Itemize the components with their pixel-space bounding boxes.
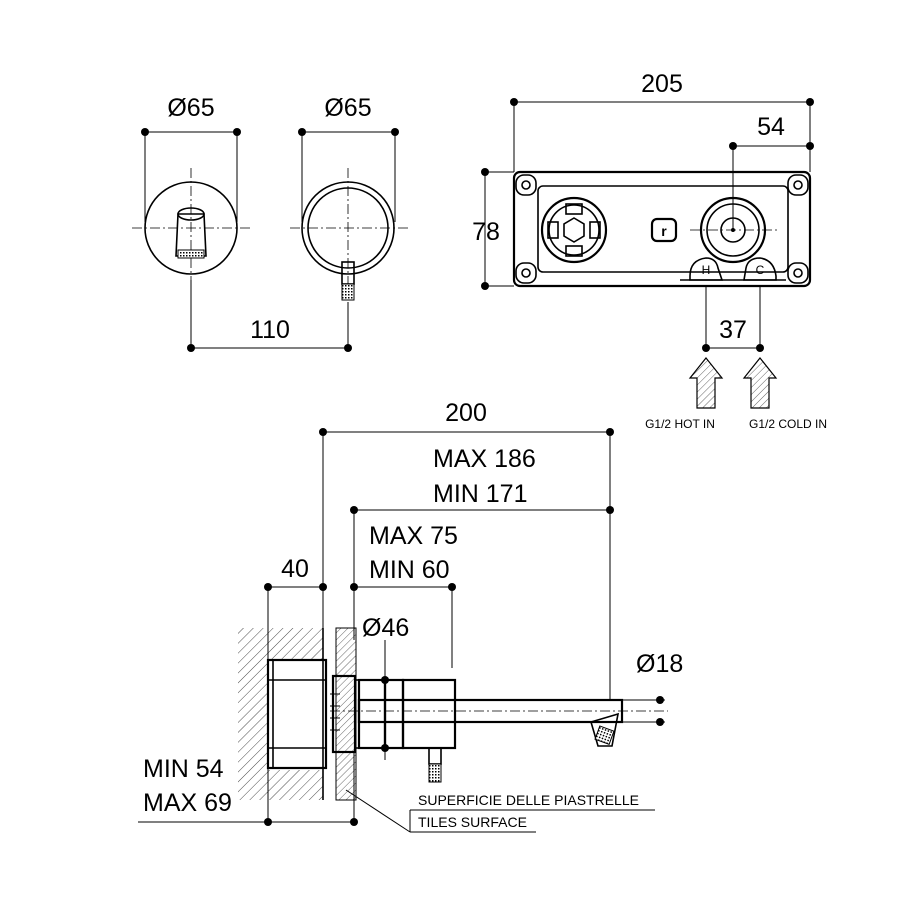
dimension-dia65-handle: Ø65 <box>324 94 371 122</box>
dimension-dia65-spout: Ø65 <box>167 94 214 122</box>
dimension-40: 40 <box>281 555 309 583</box>
tiles-surface-label-it: SUPERFICIE DELLE PIASTRELLE <box>418 792 639 808</box>
dimension-205: 205 <box>641 70 683 98</box>
hot-inlet-arrow-icon <box>688 357 724 409</box>
built-in-box-view: 205 54 78 r <box>472 70 827 431</box>
cold-letter: C <box>756 263 765 277</box>
side-section-view: 200 MAX 186 MIN 171 MAX 75 MIN 60 40 <box>138 399 683 833</box>
dimension-max-69: MAX 69 <box>143 789 232 817</box>
svg-text:r: r <box>661 223 667 239</box>
spout-front-view: Ø65 <box>132 94 252 298</box>
dimension-min-171: MIN 171 <box>433 480 527 508</box>
cold-inlet-arrow-icon <box>742 357 778 409</box>
dimension-37: 37 <box>719 316 747 344</box>
dimension-78: 78 <box>472 218 500 246</box>
dimension-max-75: MAX 75 <box>369 522 458 550</box>
hot-letter: H <box>702 263 711 277</box>
dimension-min-54: MIN 54 <box>143 755 224 783</box>
dimension-54: 54 <box>757 113 785 141</box>
dimension-dia18: Ø18 <box>636 650 683 678</box>
dimension-110: 110 <box>250 316 290 344</box>
handle-front-view: Ø65 110 <box>187 94 408 352</box>
dimension-min-60: MIN 60 <box>369 556 450 584</box>
dimension-dia46: Ø46 <box>362 614 409 642</box>
hot-in-label: G1/2 HOT IN <box>645 417 715 431</box>
dimension-max-186: MAX 186 <box>433 445 536 473</box>
tiles-surface-label-en: TILES SURFACE <box>418 814 527 830</box>
cold-in-label: G1/2 COLD IN <box>749 417 827 431</box>
dimension-200: 200 <box>445 399 487 427</box>
